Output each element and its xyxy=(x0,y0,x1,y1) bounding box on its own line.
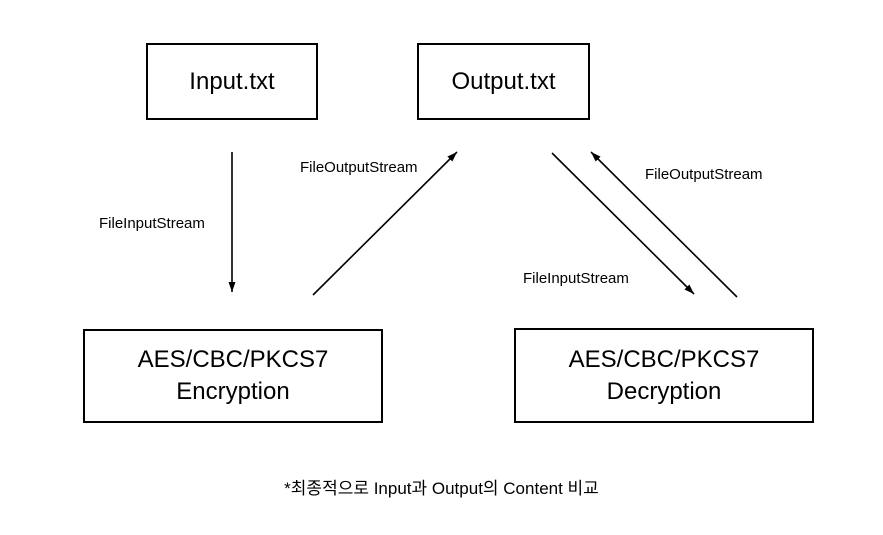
node-encryption-label-line1: AES/CBC/PKCS7 xyxy=(137,346,329,373)
edge-label-decryption-to-output: FileOutputStream xyxy=(645,166,763,183)
node-decryption: AES/CBC/PKCS7 Decryption xyxy=(514,328,814,423)
node-decryption-label-line2: Decryption xyxy=(606,377,722,405)
node-output-file-label: Output.txt xyxy=(451,67,556,95)
footnote-comparison: *최종적으로 Input과 Output의 Content 비교 xyxy=(284,479,599,498)
node-input-file: Input.txt xyxy=(146,43,318,120)
edge-label-input-to-encryption: FileInputStream xyxy=(99,215,205,232)
node-decryption-label-line1: AES/CBC/PKCS7 xyxy=(568,345,760,373)
arrow-decryption-to-output xyxy=(590,151,738,298)
arrow-output-to-decryption xyxy=(551,152,695,295)
edge-label-encryption-to-output: FileOutputStream xyxy=(300,159,418,176)
node-encryption: AES/CBC/PKCS7 Encryption xyxy=(83,329,383,423)
node-input-file-label: Input.txt xyxy=(189,67,275,95)
node-output-file: Output.txt xyxy=(417,43,590,120)
edge-label-output-to-decryption: FileInputStream xyxy=(523,270,629,287)
arrow-encryption-to-output xyxy=(312,151,458,296)
node-encryption-label-line2: Encryption xyxy=(176,378,290,405)
